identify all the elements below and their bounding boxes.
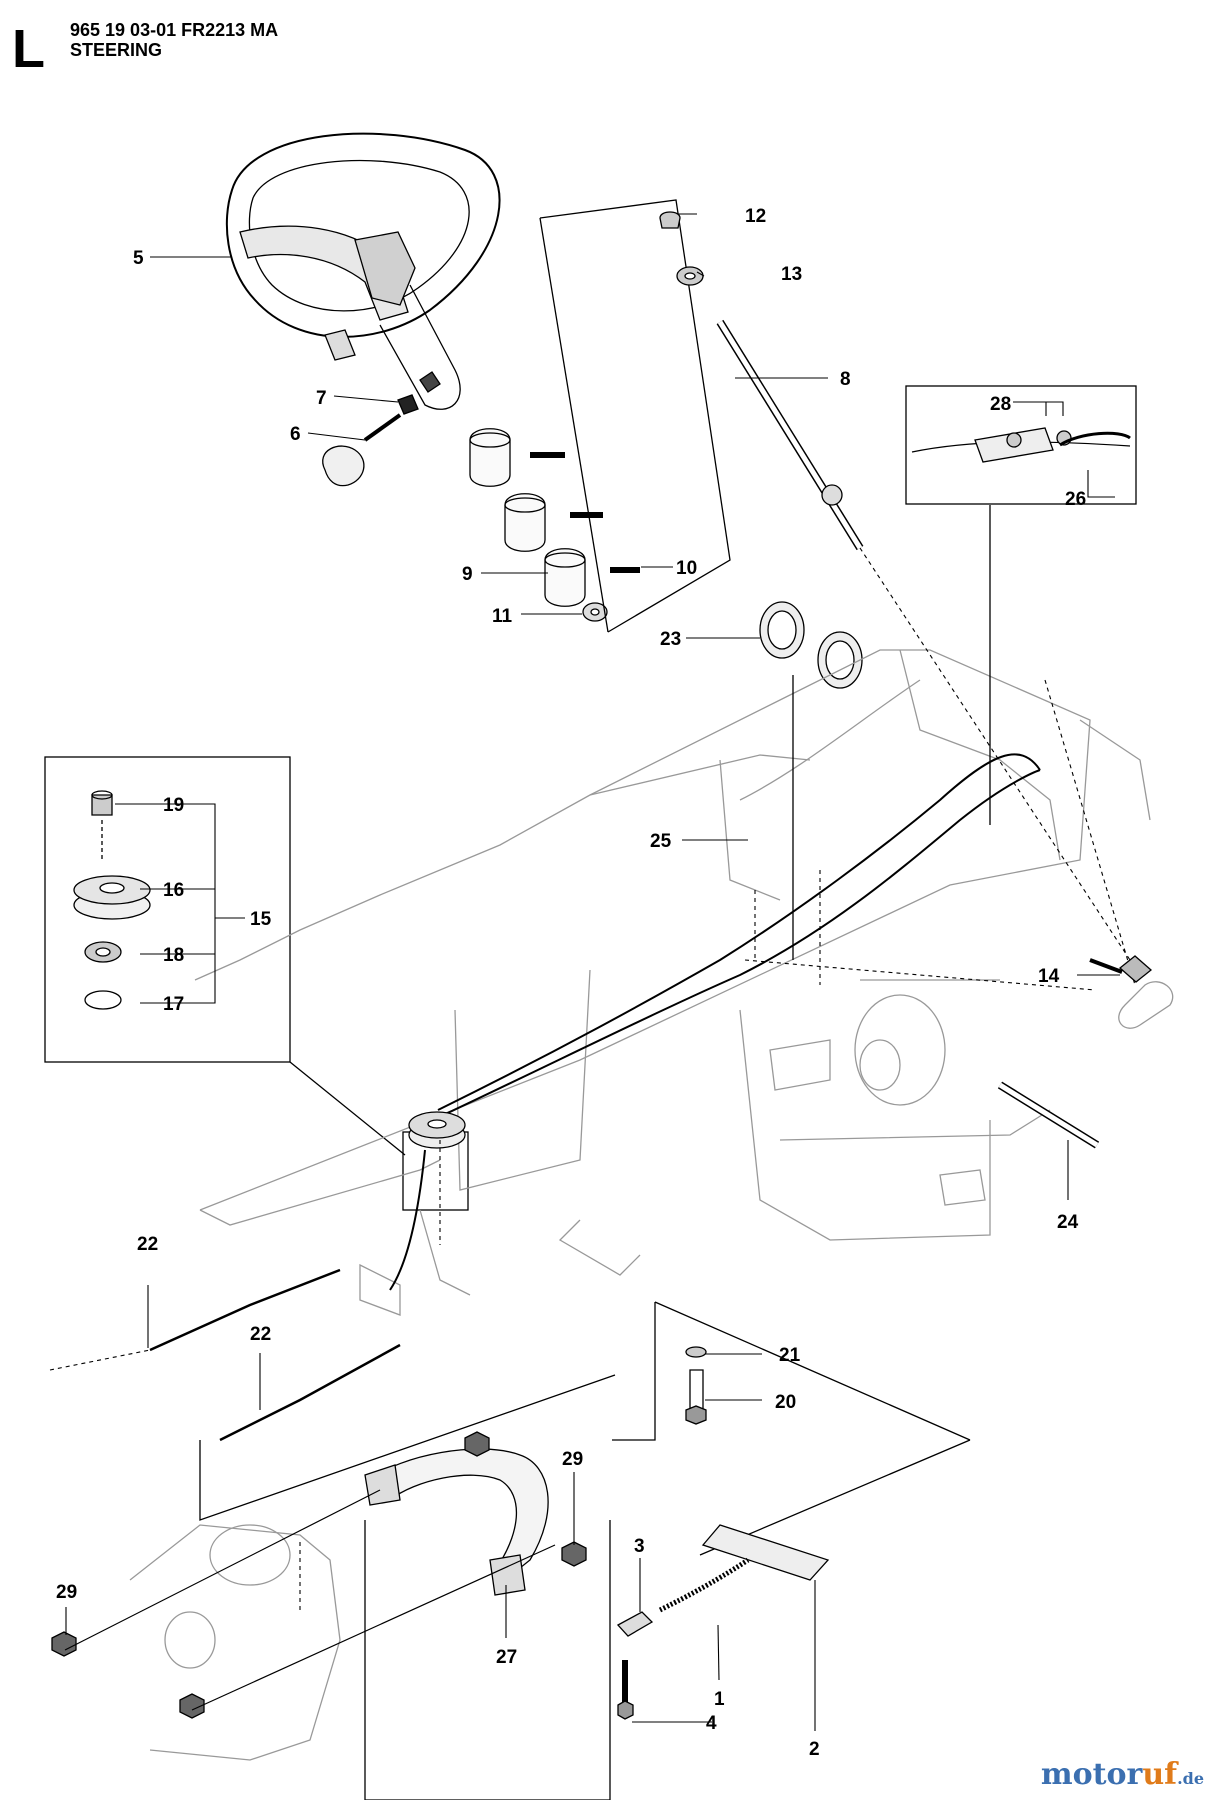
callout-28: 27 <box>496 1647 517 1668</box>
callout-22-a: 22 <box>137 1234 158 1255</box>
callout-29-b: 29 <box>56 1582 77 1603</box>
callout-2: 2 <box>809 1739 820 1760</box>
callout-24: 24 <box>1057 1212 1079 1233</box>
callout-15: 15 <box>250 909 272 930</box>
callout-20: 20 <box>775 1392 796 1413</box>
watermark: motoruf.de <box>1040 1757 1204 1792</box>
steering-shaft <box>659 211 864 551</box>
callout-10: 10 <box>676 558 697 579</box>
steering-collars <box>469 428 640 622</box>
steering-cable <box>149 753 1041 1442</box>
callout-5: 5 <box>133 248 144 269</box>
callout-16: 16 <box>163 880 184 901</box>
page-title: STEERING <box>70 40 163 60</box>
frame-chassis <box>129 649 1174 1761</box>
callout-4: 4 <box>706 1713 717 1734</box>
callout-22-b: 22 <box>250 1324 271 1345</box>
section-letter: L <box>12 19 45 79</box>
callout-25: 25 <box>650 831 672 852</box>
callout-18: 18 <box>163 945 184 966</box>
callout-8: 8 <box>840 369 851 390</box>
callout-11: 11 <box>492 606 513 627</box>
callout-21: 21 <box>779 1345 801 1366</box>
callout-23: 23 <box>660 629 681 650</box>
pulleys <box>759 601 863 689</box>
callout-26: 26 <box>1065 489 1086 510</box>
callout-13: 13 <box>781 264 802 285</box>
callout-19: 19 <box>163 795 184 816</box>
bracket <box>364 1448 549 1596</box>
callout-3: 3 <box>634 1536 645 1557</box>
callout-12: 12 <box>745 206 766 227</box>
part-code: 965 19 03-01 FR2213 MA <box>70 20 279 40</box>
callout-27: 28 <box>990 394 1011 415</box>
callout-14: 14 <box>1038 966 1060 987</box>
callout-1: 1 <box>714 1689 725 1710</box>
callout-7: 7 <box>316 388 327 409</box>
steering-wheel <box>225 132 501 410</box>
callout-9: 9 <box>462 564 473 585</box>
callout-17: 17 <box>163 994 184 1015</box>
callout-29-a: 29 <box>562 1449 583 1470</box>
callout-6: 6 <box>290 424 301 445</box>
